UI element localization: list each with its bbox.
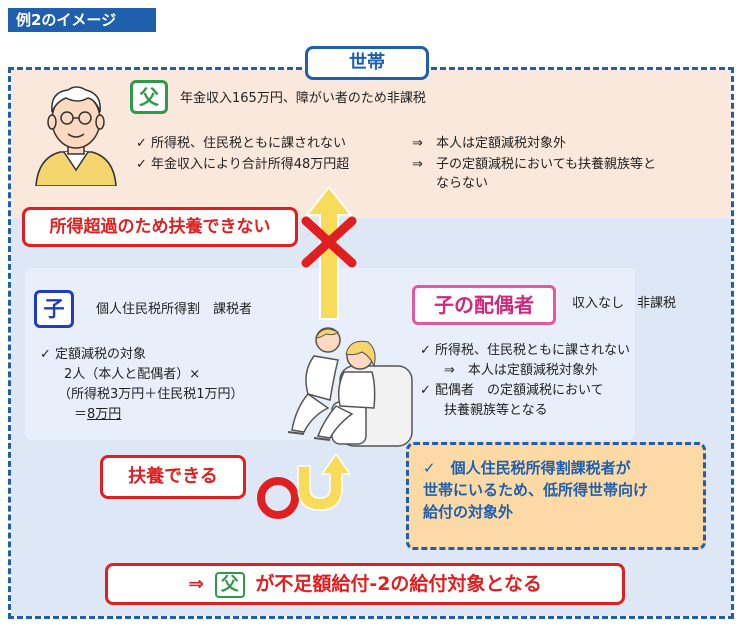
elderly-man-icon [35, 86, 117, 186]
father-result-2: 子の定額減税においても扶養親族等と [436, 157, 656, 172]
cannot-support-label: 所得超過のため扶養できない [22, 207, 298, 247]
note-box: ✓ 個人住民税所得割課税者が 世帯にいるため、低所得世帯向け 給付の対象外 [406, 442, 706, 550]
note-line-3: 給付の対象外 [423, 503, 514, 521]
father-condition-1: ✓ 所得税、住民税ともに課されない [136, 136, 347, 151]
child-line-4: ＝8万円 [74, 406, 121, 424]
page-title: 例2のイメージ [8, 8, 156, 32]
father-result-2-cont: ならない [436, 176, 489, 191]
household-label: 世帯 [305, 46, 429, 80]
spouse-line-1: ✓ 所得税、住民税ともに課されない [420, 343, 631, 358]
child-total-amount: 8万円 [87, 407, 122, 422]
u-turn-arrow-icon [297, 452, 352, 511]
spouse-status: 収入なし 非課税 [572, 296, 677, 311]
father-arrow-2: ⇒ [412, 157, 423, 172]
child-line-1: ✓ 定額減税の対象 [40, 347, 147, 362]
circle-mark-icon [257, 477, 299, 519]
x-mark-icon [301, 216, 357, 268]
conclusion-text: が不足額給付-2の給付対象となる [255, 573, 542, 595]
child-badge: 子 [34, 290, 74, 328]
father-condition-2: ✓ 年金収入により合計所得48万円超 [136, 157, 350, 172]
up-arrow-icon [304, 185, 354, 320]
spouse-line-4: 扶養親族等となる [444, 403, 548, 418]
conclusion-arrow: ⇒ [188, 573, 205, 595]
note-line-1: ✓ 個人住民税所得割課税者が [423, 459, 631, 477]
spouse-line-3: ✓ 配偶者 の定額減税において [420, 383, 604, 398]
child-line-2: 2人（本人と配偶者）× [64, 367, 201, 382]
couple-on-sofa-icon [287, 327, 413, 447]
father-badge: 父 [130, 80, 168, 114]
child-status: 個人住民税所得割 課税者 [96, 302, 253, 317]
conclusion-box: ⇒ 父 が不足額給付-2の給付対象となる [105, 563, 625, 605]
child-line-3: （所得税3万円＋住民税1万円） [58, 387, 244, 402]
spouse-line-2: ⇒ 本人は定額減税対象外 [444, 363, 598, 378]
father-status: 年金収入165万円、障がい者のため非課税 [180, 91, 426, 106]
father-arrow-1: ⇒ [412, 136, 423, 151]
spouse-badge: 子の配偶者 [412, 285, 556, 325]
equals-sign: ＝ [74, 407, 88, 422]
conclusion-father-badge: 父 [214, 571, 245, 598]
note-line-2: 世帯にいるため、低所得世帯向け [423, 481, 649, 499]
father-result-1: 本人は定額減税対象外 [436, 136, 567, 151]
can-support-label: 扶養できる [100, 455, 246, 499]
